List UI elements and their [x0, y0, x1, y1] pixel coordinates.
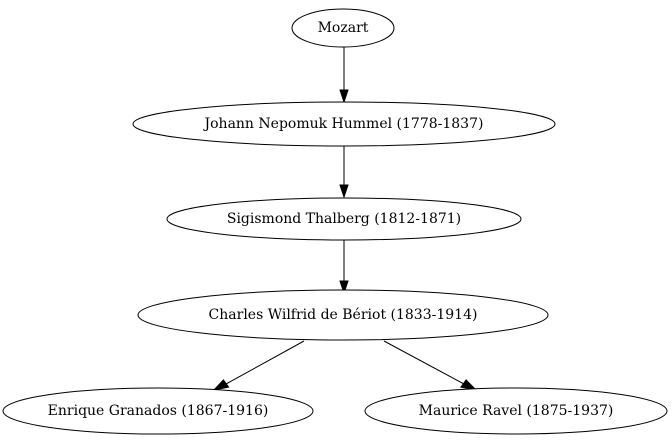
node-ellipse [132, 101, 556, 147]
arrow-head [460, 379, 478, 391]
edge-beriot-granados [212, 340, 305, 391]
edge-line [383, 340, 465, 385]
edge-beriot-ravel [383, 340, 478, 391]
node-ellipse [137, 289, 549, 341]
node-ellipse [2, 387, 314, 435]
edge-thalberg-beriot [339, 240, 349, 295]
node-ellipse [291, 8, 395, 48]
node-label: Charles Wilfrid de Bériot (1833-1914) [209, 307, 478, 323]
node-label: Mozart [318, 20, 369, 36]
node-label: Sigismond Thalberg (1812-1871) [227, 211, 461, 227]
edge-mozart-hummel [339, 47, 349, 104]
arrow-head [212, 379, 230, 391]
edge-hummel-thalberg [339, 146, 349, 199]
node-label: Maurice Ravel (1875-1937) [419, 403, 614, 419]
arrow-head [339, 280, 349, 295]
node-hummel: Johann Nepomuk Hummel (1778-1837) [132, 101, 556, 147]
node-ellipse [364, 387, 668, 435]
node-ellipse [166, 197, 522, 241]
node-granados: Enrique Granados (1867-1916) [2, 387, 314, 435]
node-ravel: Maurice Ravel (1875-1937) [364, 387, 668, 435]
edge-group [212, 47, 478, 391]
node-thalberg: Sigismond Thalberg (1812-1871) [166, 197, 522, 241]
arrow-head [339, 89, 349, 104]
node-label: Enrique Granados (1867-1916) [48, 403, 269, 419]
node-label: Johann Nepomuk Hummel (1778-1837) [203, 116, 484, 132]
node-beriot: Charles Wilfrid de Bériot (1833-1914) [137, 289, 549, 341]
node-mozart: Mozart [291, 8, 395, 48]
arrow-head [339, 184, 349, 199]
edge-line [225, 340, 305, 385]
